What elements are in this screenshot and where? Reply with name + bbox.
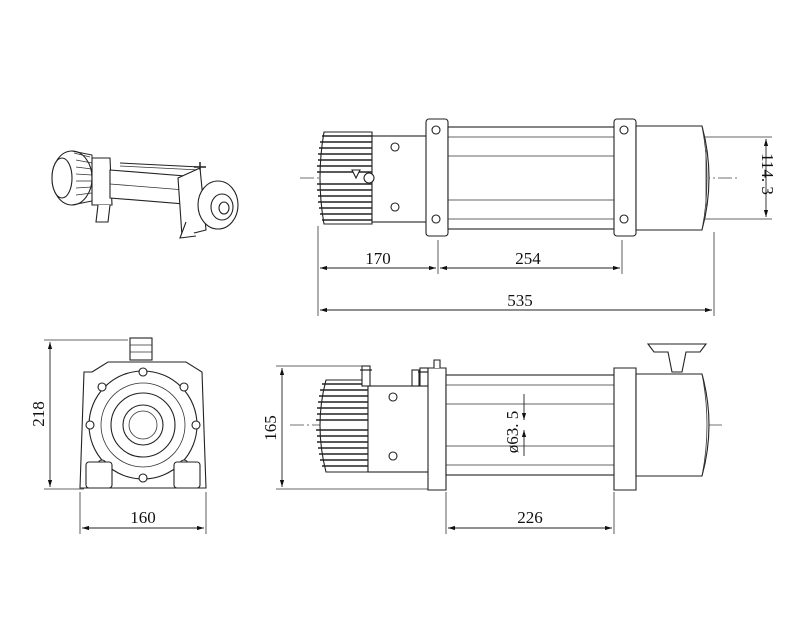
top-view-dimensions: 170 254 535 114. 3 <box>317 136 777 316</box>
top-motor-fins <box>317 135 372 221</box>
dim-drum-span-bottom: 226 <box>517 508 543 527</box>
front-gearbox <box>635 343 710 477</box>
front-view-dimensions: 165 ø63. 5 226 <box>261 365 615 534</box>
front-motor-fins <box>316 383 368 467</box>
clutch-lever-handle <box>646 343 708 373</box>
top-gearbox <box>635 125 710 231</box>
dim-motor-length: 170 <box>365 249 391 268</box>
dim-front-height: 165 <box>261 415 280 441</box>
end-housing <box>79 361 207 489</box>
dim-side-height: 114. 3 <box>758 153 777 195</box>
isometric-view <box>51 150 239 239</box>
end-view <box>79 337 207 489</box>
dim-end-width: 160 <box>130 508 156 527</box>
end-solenoid <box>129 337 153 361</box>
top-motor-housing <box>351 135 429 223</box>
iso-drum <box>109 162 201 205</box>
front-drum <box>445 374 617 476</box>
front-left-bracket <box>427 359 447 491</box>
iso-motor <box>51 150 93 206</box>
dim-end-height: 218 <box>29 401 48 427</box>
front-motor-cap <box>316 379 369 473</box>
top-drum <box>447 126 617 230</box>
dim-drum-diameter: ø63. 5 <box>503 411 522 454</box>
iso-gearbox-housing <box>91 157 113 223</box>
dim-overall-length: 535 <box>507 291 533 310</box>
dim-drum-span-top: 254 <box>515 249 541 268</box>
top-left-bracket <box>425 118 449 237</box>
end-view-dimensions: 218 160 <box>29 339 207 534</box>
front-view <box>290 343 722 491</box>
top-view <box>300 118 740 237</box>
top-right-bracket <box>613 118 637 237</box>
front-motor-housing <box>360 365 431 473</box>
top-motor-cap <box>317 131 373 225</box>
front-right-bracket <box>613 367 637 491</box>
iso-end-bracket <box>177 162 239 239</box>
